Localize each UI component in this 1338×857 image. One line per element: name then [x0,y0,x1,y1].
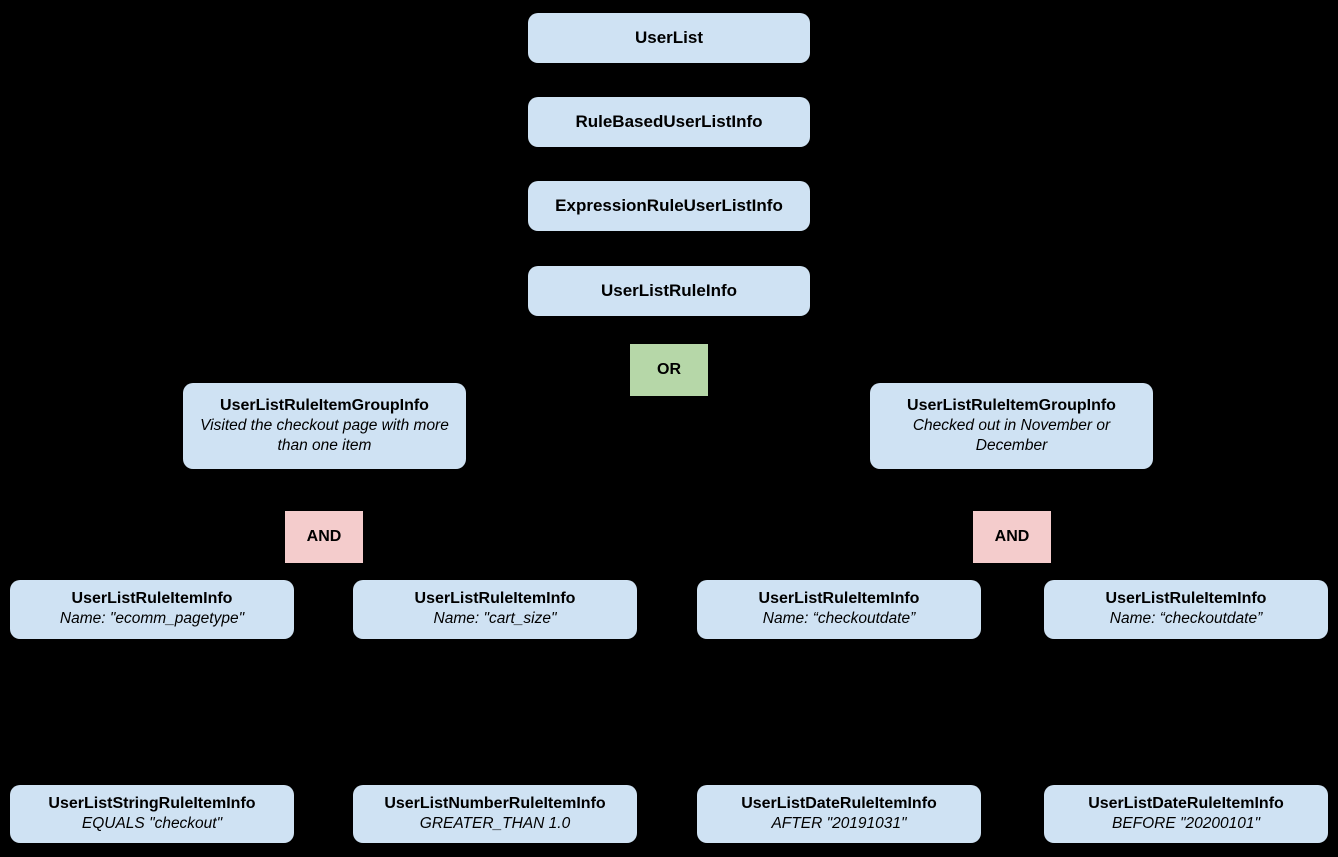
node-userlistruleinfo: UserListRuleInfo [528,266,810,316]
leaf-1-subtitle: EQUALS "checkout" [81,814,223,832]
node-rulebaseduserlistinfo-label: RuleBasedUserListInfo [575,112,763,132]
node-dateruleitem-before: UserListDateRuleItemInfo BEFORE "2020010… [1044,785,1328,843]
node-dateruleitem-after: UserListDateRuleItemInfo AFTER "20191031… [697,785,981,843]
node-numberruleitem-greater-than: UserListNumberRuleItemInfo GREATER_THAN … [353,785,637,843]
or-operator-label: OR [657,361,681,378]
ruleitem-4-subtitle: Name: “checkoutdate” [1109,610,1263,628]
leaf-4-title: UserListDateRuleItemInfo [1088,794,1284,812]
leaf-1-title: UserListStringRuleItemInfo [48,794,256,812]
leaf-4-subtitle: BEFORE "20200101" [1111,814,1260,832]
leaf-2-title: UserListNumberRuleItemInfo [384,794,606,812]
node-stringruleitem-equals-checkout: UserListStringRuleItemInfo EQUALS "check… [10,785,294,843]
node-ruleitem-ecomm-pagetype: UserListRuleItemInfo Name: "ecomm_pagety… [10,580,294,639]
node-expressionruleuserlistinfo-label: ExpressionRuleUserListInfo [555,196,783,216]
ruleitem-1-title: UserListRuleItemInfo [71,590,233,608]
leaf-3-title: UserListDateRuleItemInfo [741,794,937,812]
and-operator-right-label: AND [994,528,1030,545]
or-operator-node: OR [630,344,708,396]
node-expressionruleuserlistinfo: ExpressionRuleUserListInfo [528,181,810,231]
ruleitem-2-title: UserListRuleItemInfo [414,590,576,608]
ruleitem-3-title: UserListRuleItemInfo [758,590,920,608]
ruleitem-4-title: UserListRuleItemInfo [1105,590,1267,608]
ruleitem-1-subtitle: Name: "ecomm_pagetype" [59,610,245,628]
and-operator-node-right: AND [973,511,1051,563]
node-ruleitem-checkoutdate-after: UserListRuleItemInfo Name: “checkoutdate… [697,580,981,639]
group-right-title: UserListRuleItemGroupInfo [907,396,1116,414]
node-rulebaseduserlistinfo: RuleBasedUserListInfo [528,97,810,147]
node-ruleitem-cart-size: UserListRuleItemInfo Name: "cart_size" [353,580,637,639]
group-right-subtitle: Checked out in November or December [912,416,1111,454]
node-group-checkout-page: UserListRuleItemGroupInfo Visited the ch… [183,383,466,469]
group-left-subtitle: Visited the checkout page with more than… [200,416,449,454]
ruleitem-2-subtitle: Name: "cart_size" [433,610,557,628]
node-group-checked-out: UserListRuleItemGroupInfo Checked out in… [870,383,1153,469]
node-userlist-label: UserList [634,28,704,48]
group-left-title: UserListRuleItemGroupInfo [220,396,429,414]
node-ruleitem-checkoutdate-before: UserListRuleItemInfo Name: “checkoutdate… [1044,580,1328,639]
node-userlist: UserList [528,13,810,63]
node-userlistruleinfo-label: UserListRuleInfo [600,281,738,301]
and-operator-node-left: AND [285,511,363,563]
leaf-3-subtitle: AFTER "20191031" [771,814,907,832]
ruleitem-3-subtitle: Name: “checkoutdate” [762,610,916,628]
leaf-2-subtitle: GREATER_THAN 1.0 [419,814,571,832]
and-operator-left-label: AND [306,528,342,545]
